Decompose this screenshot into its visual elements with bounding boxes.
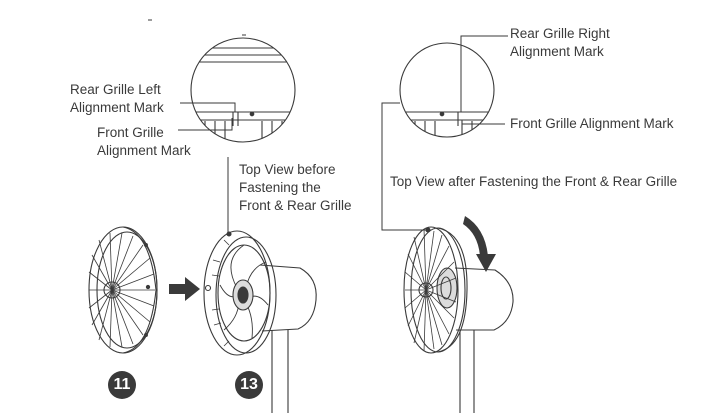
step-13-badge: 13 <box>235 371 263 399</box>
rear-grille-right-line-1: Rear Grille Right <box>510 26 610 41</box>
front-grille-left-line-1: Front Grille <box>97 125 164 140</box>
front-grille-step-11 <box>88 226 158 354</box>
top-view-before-line-2: Fastening the <box>239 180 321 195</box>
top-view-before-line-1: Top View before <box>239 162 336 177</box>
rear-grille-left-line-1: Rear Grille Left <box>70 82 161 97</box>
rotate-arrow <box>463 216 496 272</box>
top-view-after-label: Top View after Fastening the Front & Rea… <box>390 174 678 189</box>
attach-arrow <box>169 277 200 301</box>
front-grille-left-line-2: Alignment Mark <box>97 143 191 158</box>
rear-grille-left-label: Rear Grille Left Alignment Mark <box>70 81 164 117</box>
fan-assembly-step-13 <box>203 230 317 413</box>
rear-grille-left-line-2: Alignment Mark <box>70 100 164 115</box>
front-grille-right-label: Front Grille Alignment Mark <box>510 116 674 131</box>
top-view-after-circle <box>399 42 495 138</box>
rear-grille-right-line-2: Alignment Mark <box>510 44 604 59</box>
assembled-fan <box>403 226 514 413</box>
top-view-before-line-3: Front & Rear Grille <box>239 198 352 213</box>
right-alignment-leaders <box>381 35 508 231</box>
top-view-before-circle <box>190 37 296 143</box>
left-alignment-leaders <box>178 102 236 236</box>
front-grille-left-label: Front Grille Alignment Mark <box>97 124 191 160</box>
top-view-before-label: Top View before Fastening the Front & Re… <box>239 161 352 215</box>
top-marks <box>148 19 246 36</box>
rear-grille-right-label: Rear Grille Right Alignment Mark <box>510 25 610 61</box>
step-11-badge: 11 <box>108 371 136 399</box>
